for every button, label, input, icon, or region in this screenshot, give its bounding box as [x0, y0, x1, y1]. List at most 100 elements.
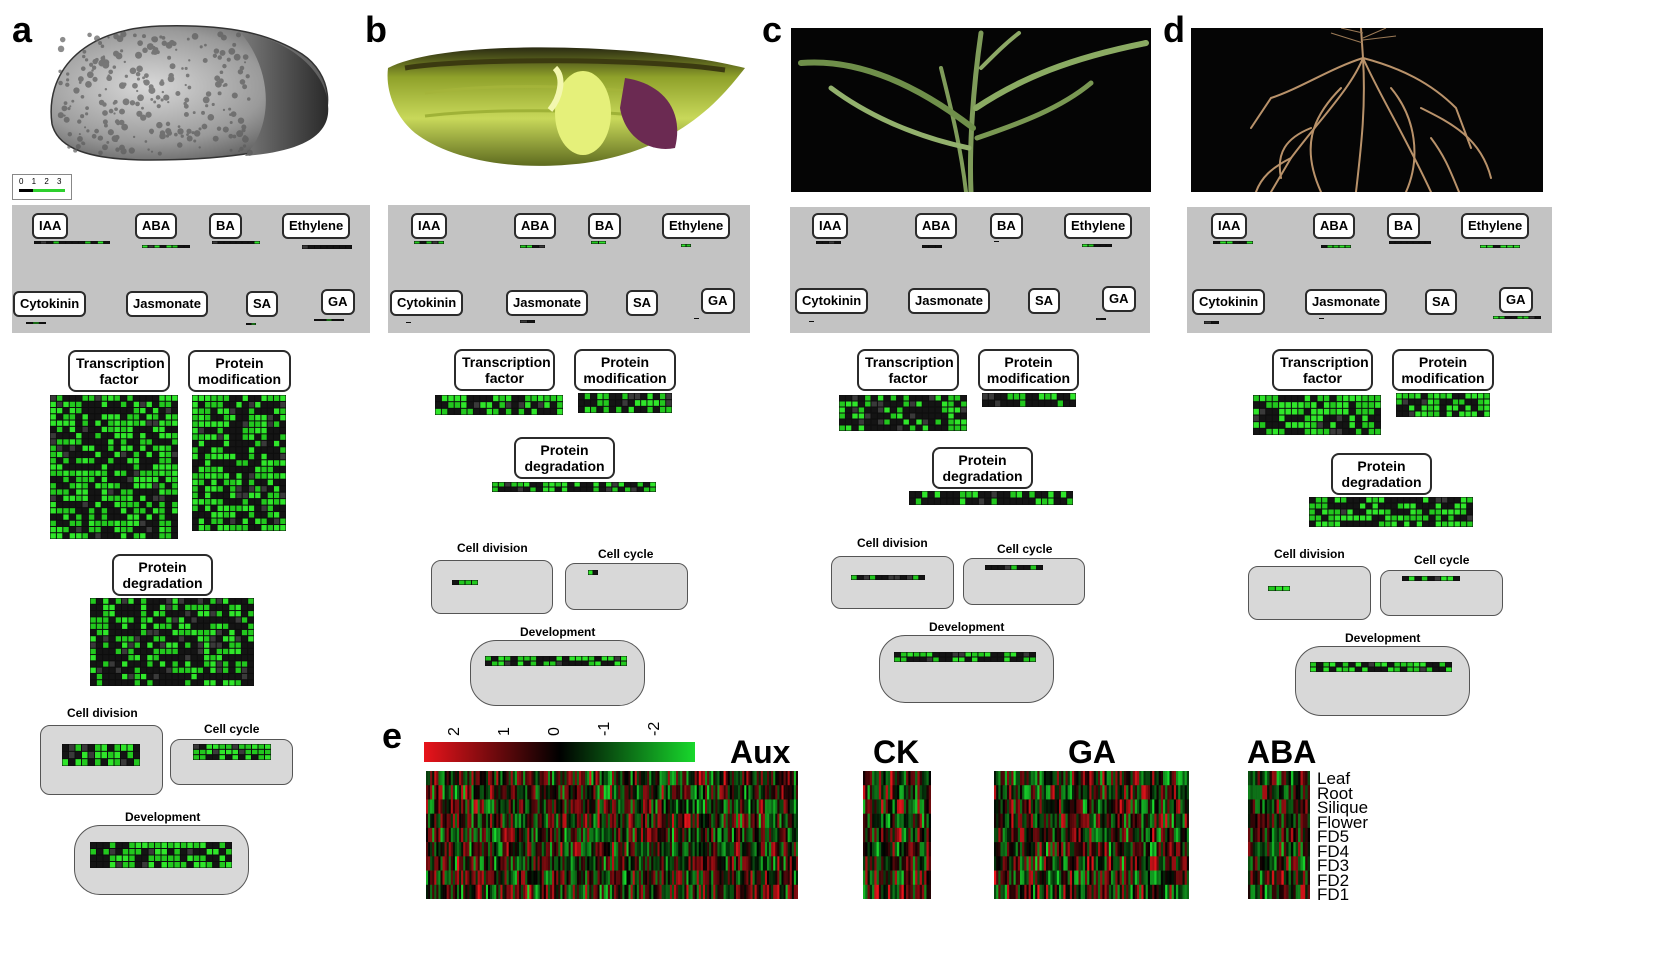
gene-cell: [1368, 662, 1375, 667]
heatmap-cell: [789, 771, 793, 786]
gene-cell: [101, 520, 108, 526]
gene-cell: [242, 395, 248, 401]
heatmap-cell: [1061, 813, 1064, 829]
heatmap-cell: [459, 771, 462, 786]
gene-cell: [200, 744, 206, 749]
gene-cell: [152, 408, 159, 414]
gene-cell: [56, 508, 63, 514]
heatmap-cell: [1030, 813, 1034, 829]
heatmap-cell: [1111, 799, 1114, 814]
gene-cell: [108, 464, 114, 470]
gene-cell: [140, 420, 146, 426]
gene-cell: [82, 470, 88, 476]
heatmap-cell: [1069, 870, 1073, 886]
heatmap-cell: [651, 842, 654, 857]
gene-cell: [235, 623, 241, 629]
heatmap-cell: [678, 771, 681, 786]
gene-cell: [929, 401, 935, 407]
heatmap-cell: [773, 842, 776, 857]
gene-cell: [1435, 497, 1441, 503]
heatmap-cell: [1024, 813, 1027, 829]
heatmap-cell: [1002, 870, 1006, 886]
gene-cell: [230, 241, 236, 244]
heatmap-cell: [492, 827, 495, 843]
gene-cell: [876, 575, 882, 580]
heatmap-cell: [452, 827, 456, 843]
gene-cell: [211, 518, 217, 525]
gene-cell: [614, 656, 621, 661]
heatmap-cell: [883, 870, 886, 886]
gene-cell: [929, 425, 935, 431]
gene-cell: [76, 464, 82, 470]
gene-cell: [191, 667, 197, 673]
heatmap-cell: [779, 856, 782, 871]
heatmap-cell: [1052, 799, 1055, 814]
heatmap-cell: [919, 813, 923, 829]
heatmap-cell: [560, 827, 563, 843]
heatmap-cell: [771, 870, 774, 886]
gene-cell: [273, 473, 280, 479]
gene-cell: [192, 395, 198, 401]
heatmap-cell: [1089, 842, 1092, 857]
gene-cell: [69, 744, 75, 751]
heatmap-cell: [488, 799, 491, 814]
heatmap-cell: [1009, 842, 1012, 857]
gene-cell: [1446, 662, 1452, 667]
heatmap-cell: [572, 771, 576, 786]
heatmap-cell: [1085, 771, 1088, 786]
gene-cell: [108, 476, 114, 483]
heatmap-cell: [1115, 771, 1118, 786]
heatmap-cell: [533, 856, 536, 871]
heatmap-cell: [469, 842, 472, 857]
gene-cell: [518, 402, 525, 408]
heatmap-cell: [545, 842, 549, 857]
heatmap-cell: [539, 842, 543, 857]
heatmap-cell: [1017, 813, 1021, 829]
gene-cell: [223, 525, 230, 531]
heatmap-cell: [1074, 870, 1077, 886]
heatmap-cell: [661, 785, 664, 800]
gene-cell: [192, 466, 198, 473]
heatmap-cell: [1054, 870, 1058, 886]
gene-cell: [954, 407, 961, 413]
heatmap-cell: [894, 827, 898, 843]
gene-cell: [120, 433, 127, 439]
heatmap-cell: [1158, 870, 1162, 886]
heatmap-cell: [471, 813, 474, 829]
gene-cell: [216, 623, 222, 629]
heatmap-cell: [562, 856, 565, 871]
gene-cell: [96, 642, 103, 648]
heatmap-cell: [793, 870, 797, 886]
gene-cell: [1272, 415, 1279, 422]
gene-cell: [493, 402, 499, 408]
heatmap-cell: [504, 785, 507, 800]
gene-cell: [1421, 399, 1427, 405]
gene-cell: [248, 241, 254, 244]
heatmap-cell: [1108, 827, 1112, 843]
heatmap-cell: [696, 884, 700, 899]
heatmap-cell: [777, 884, 780, 899]
heatmap-cell: [748, 870, 751, 886]
heatmap-cell: [919, 827, 923, 843]
heatmap-cell: [529, 842, 532, 857]
gene-cell: [1017, 657, 1023, 662]
heatmap-cell: [1043, 799, 1047, 814]
gene-cell: [230, 466, 236, 473]
heatmap-cell: [589, 870, 592, 886]
gene-cell: [909, 401, 916, 407]
gene-cell: [539, 245, 545, 248]
gene-cell: [637, 487, 643, 492]
heatmap-cell: [587, 870, 590, 886]
gene-cell: [222, 648, 229, 655]
gene-cell: [235, 636, 241, 642]
heatmap-cell: [640, 884, 644, 899]
heatmap-cell: [682, 799, 685, 814]
gene-cell: [146, 395, 152, 401]
gene-cell: [172, 636, 178, 642]
heatmap-cell: [1059, 785, 1062, 800]
gene-cell: [109, 862, 116, 868]
heatmap-cell: [915, 771, 918, 786]
gene-cell: [172, 451, 178, 458]
gene-cell: [140, 514, 146, 520]
heatmap-cell: [682, 813, 685, 829]
